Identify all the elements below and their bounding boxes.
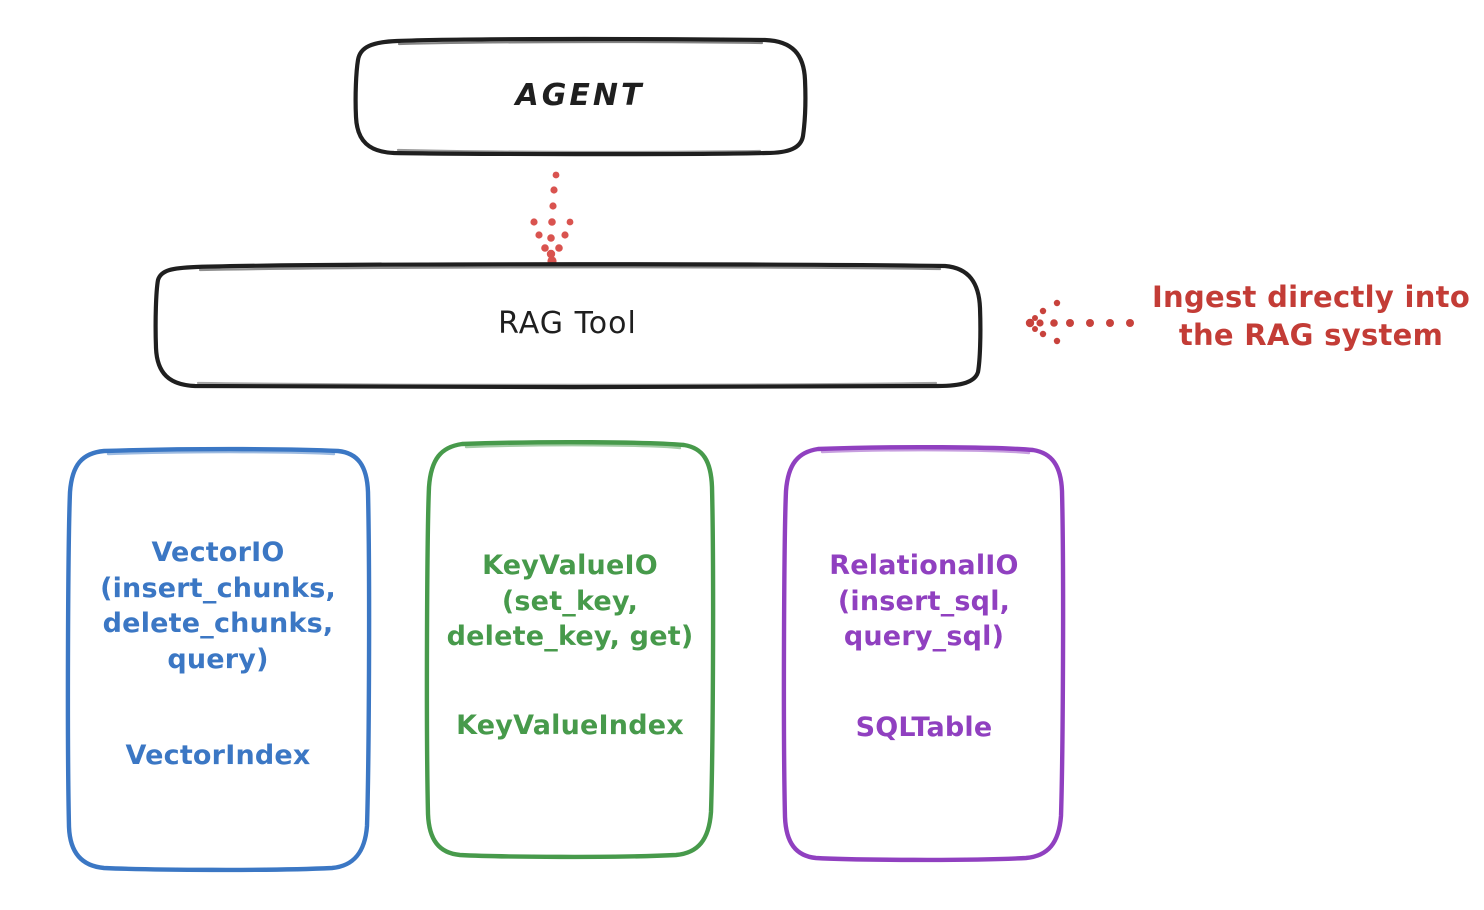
sql-table-label: SQLTable xyxy=(855,712,993,743)
relational-io-api-label: RelationalIO (insert_sql, query_sql) xyxy=(829,550,1019,653)
key-value-io-box[interactable] xyxy=(424,439,716,860)
key-value-index-label: KeyValueIndex xyxy=(456,710,684,741)
key-value-io-api-label: KeyValueIO (set_key, delete_key, get) xyxy=(446,550,694,653)
vector-io-box[interactable] xyxy=(65,446,372,873)
agent-box[interactable] xyxy=(353,36,808,157)
connector-agent-to-rag-tool xyxy=(530,171,574,266)
relational-io-box[interactable] xyxy=(781,444,1066,863)
rag-tool-box[interactable] xyxy=(153,262,983,390)
vector-io-api-label: VectorIO (insert_chunks, delete_chunks, … xyxy=(100,537,336,675)
connector-ingest-to-rag-tool xyxy=(1025,299,1134,345)
vector-index-label: VectorIndex xyxy=(125,740,311,771)
ingest-annotation: Ingest directly into the RAG system xyxy=(1151,280,1471,353)
